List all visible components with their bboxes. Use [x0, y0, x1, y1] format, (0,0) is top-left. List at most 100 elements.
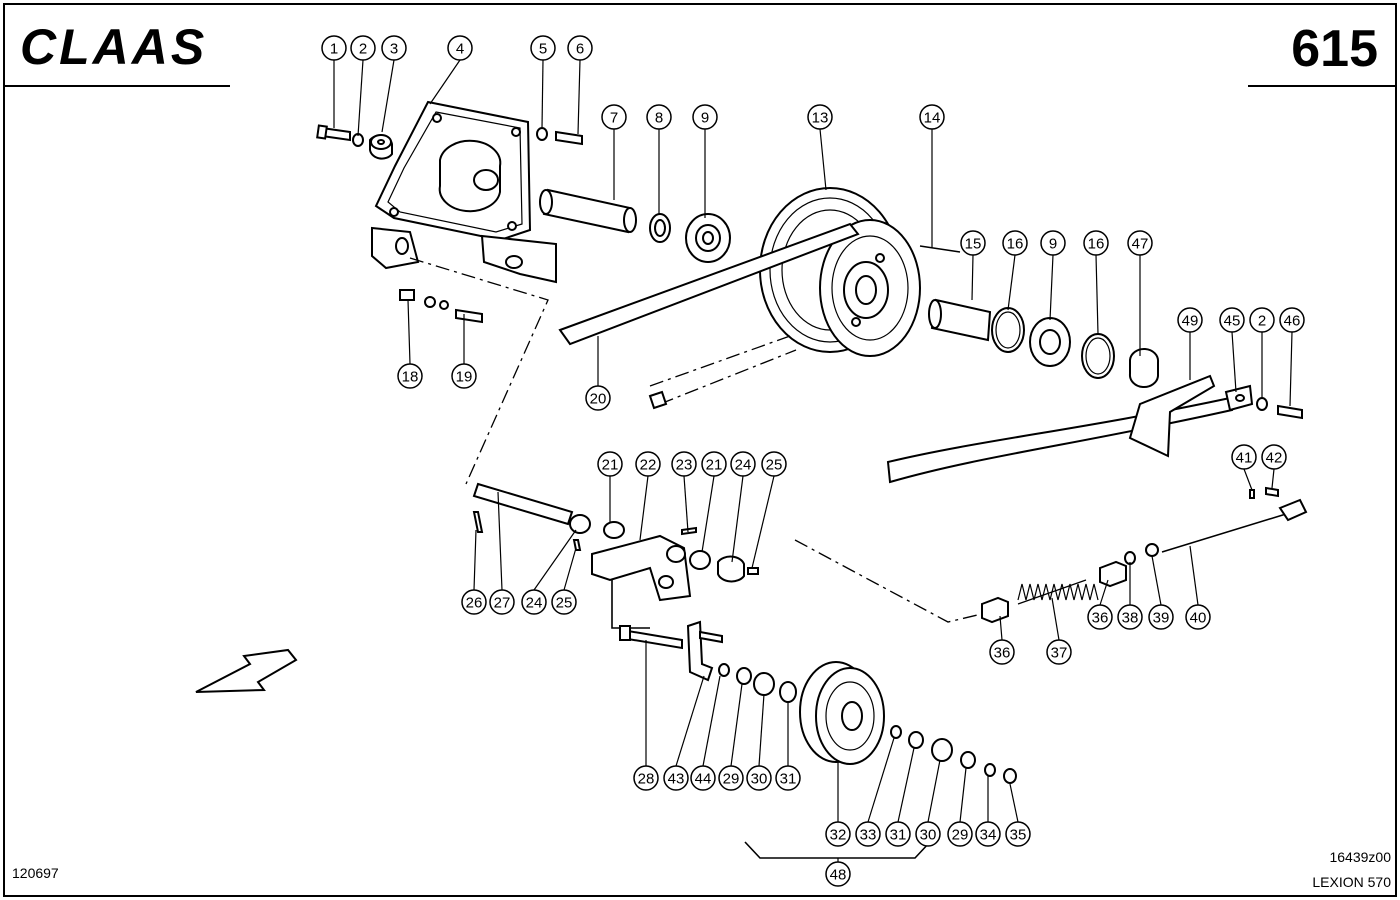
callout-leader — [683, 475, 689, 533]
callout-8: 8 — [646, 104, 672, 214]
callout-circle — [1127, 230, 1153, 256]
callout-31: 31 — [885, 747, 915, 847]
callout-25: 25 — [551, 547, 577, 615]
callout-leader — [357, 59, 364, 137]
callout-number: 34 — [980, 827, 997, 844]
parts-drawing — [195, 100, 1308, 859]
callout-leader — [1099, 579, 1109, 606]
callout-number: 16 — [1007, 236, 1024, 253]
callout-circle — [807, 104, 833, 130]
callout-leader — [751, 475, 775, 569]
callout-leader — [1009, 783, 1019, 823]
callout-37: 37 — [1046, 597, 1072, 665]
callout-number: 2 — [359, 41, 367, 58]
callout-circle — [1261, 444, 1287, 470]
callout-leader — [1049, 254, 1054, 321]
callout-leader — [1007, 254, 1016, 311]
callout-leader — [577, 59, 581, 135]
callout-46: 46 — [1279, 307, 1305, 407]
callout-38: 38 — [1117, 562, 1143, 630]
callout-leader — [541, 59, 544, 129]
page-number: 615 — [1291, 20, 1378, 78]
callout-circle — [855, 821, 881, 847]
callout-leader — [758, 693, 765, 767]
callout-number: 39 — [1153, 610, 1170, 627]
callout-leader — [473, 529, 477, 591]
callout-21: 21 — [597, 451, 623, 522]
callout-15: 15 — [960, 230, 986, 301]
callout-circle — [1249, 307, 1275, 333]
callout-2: 2 — [1249, 307, 1275, 398]
callout-number: 33 — [860, 827, 877, 844]
callout-number: 4 — [456, 41, 464, 58]
bolt-1-drawing — [316, 124, 351, 142]
callout-leader — [407, 299, 411, 365]
callout-number: 9 — [1049, 236, 1057, 253]
callout-circle — [1040, 230, 1066, 256]
callout-4: 4 — [429, 35, 473, 105]
callout-13: 13 — [807, 104, 833, 191]
callout-circle — [1005, 821, 1031, 847]
callout-circle — [730, 451, 756, 477]
callout-47: 47 — [1127, 230, 1153, 356]
callout-leader — [867, 737, 895, 823]
callout-19: 19 — [451, 314, 477, 389]
callout-number: 9 — [701, 110, 709, 127]
callout-circle — [567, 35, 593, 61]
callout-circle — [381, 35, 407, 61]
callout-number: 30 — [920, 827, 937, 844]
callout-leader — [1189, 545, 1199, 606]
callout-number: 13 — [812, 110, 829, 127]
callout-27: 27 — [489, 491, 515, 615]
callout-leader — [971, 254, 974, 301]
callout-leader — [819, 128, 827, 191]
callout-29: 29 — [947, 767, 973, 847]
callout-9: 9 — [692, 104, 718, 218]
callout-leader — [1231, 331, 1237, 393]
callout-number: 14 — [924, 110, 941, 127]
callout-5: 5 — [530, 35, 556, 129]
callout-number: 35 — [1010, 827, 1027, 844]
footer-model: LEXION 570 — [1312, 874, 1391, 890]
callout-16: 16 — [1083, 230, 1109, 335]
callout-circle — [975, 821, 1001, 847]
callout-48: 48 — [825, 858, 851, 887]
callout-33: 33 — [855, 737, 895, 847]
callout-circle — [690, 765, 716, 791]
callout-circle — [947, 821, 973, 847]
callout-circle — [885, 821, 911, 847]
callout-circle — [601, 104, 627, 130]
callout-circle — [447, 35, 473, 61]
callout-circle — [521, 589, 547, 615]
callout-leader — [959, 767, 967, 823]
callout-number: 23 — [676, 457, 693, 474]
callout-circle — [1185, 604, 1211, 630]
callout-20: 20 — [585, 336, 611, 411]
callout-number: 38 — [1122, 610, 1139, 627]
callout-circle — [663, 765, 689, 791]
callout-number: 8 — [655, 110, 663, 127]
callout-number: 28 — [638, 771, 655, 788]
callout-35: 35 — [1005, 783, 1031, 847]
callout-number: 47 — [1132, 236, 1149, 253]
callout-circle — [633, 765, 659, 791]
callout-leader — [927, 759, 941, 823]
callout-49: 49 — [1177, 307, 1203, 380]
callout-18: 18 — [397, 299, 423, 389]
callout-29: 29 — [718, 683, 744, 791]
callout-leader — [730, 683, 743, 767]
callout-16: 16 — [1002, 230, 1028, 311]
callout-32: 32 — [825, 760, 851, 847]
callout-leader — [701, 475, 715, 553]
callout-number: 31 — [780, 771, 797, 788]
callout-number: 20 — [590, 391, 607, 408]
callout-number: 49 — [1182, 313, 1199, 330]
callout-circle — [597, 451, 623, 477]
callout-number: 5 — [539, 41, 547, 58]
callout-circle — [1148, 604, 1174, 630]
callout-leader — [731, 475, 744, 563]
callout-24: 24 — [521, 529, 577, 615]
callout-leader — [1151, 555, 1162, 606]
callout-circle — [1083, 230, 1109, 256]
